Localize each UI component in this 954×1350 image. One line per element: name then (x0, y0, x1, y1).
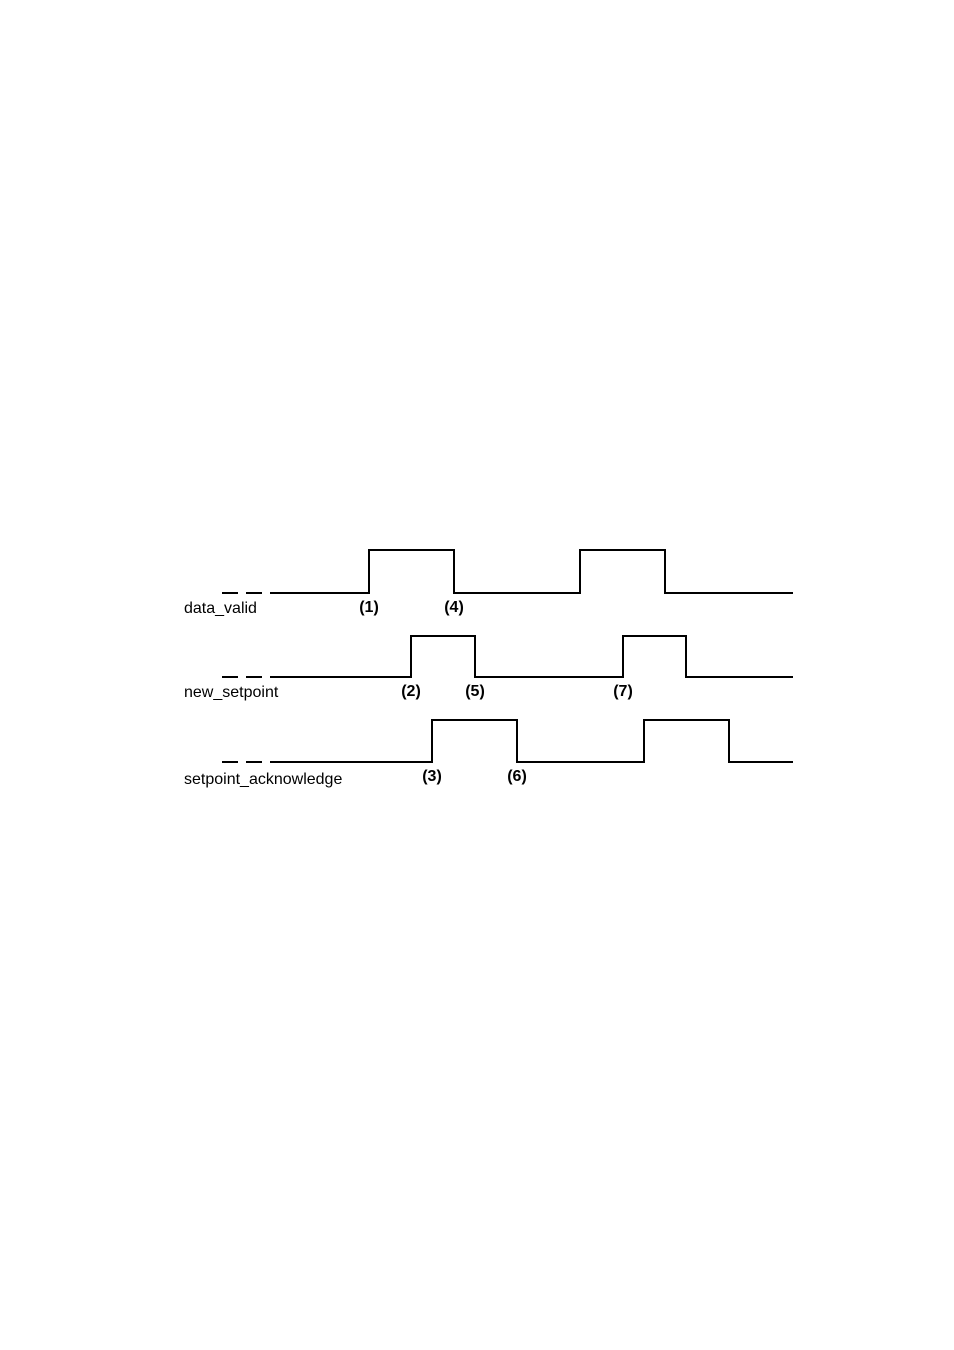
event-label-7: (7) (613, 683, 633, 700)
signal-name-setpoint-acknowledge: setpoint_acknowledge (184, 771, 342, 788)
signal-name-new-setpoint: new_setpoint (184, 684, 279, 701)
signal-new-setpoint: new_setpoint (2) (5) (7) (184, 636, 793, 701)
signal-data-valid: data_valid (1) (4) (184, 550, 793, 617)
waveform-data-valid (270, 550, 793, 593)
event-label-5: (5) (465, 683, 485, 700)
waveform-setpoint-acknowledge (270, 720, 793, 762)
signal-name-data-valid: data_valid (184, 600, 257, 617)
event-label-1: (1) (359, 599, 379, 616)
waveform-new-setpoint (270, 636, 793, 677)
event-label-2: (2) (401, 683, 421, 700)
event-label-6: (6) (507, 768, 527, 785)
signal-setpoint-acknowledge: setpoint_acknowledge (3) (6) (184, 720, 793, 788)
event-label-4: (4) (444, 599, 464, 616)
event-label-3: (3) (422, 768, 442, 785)
